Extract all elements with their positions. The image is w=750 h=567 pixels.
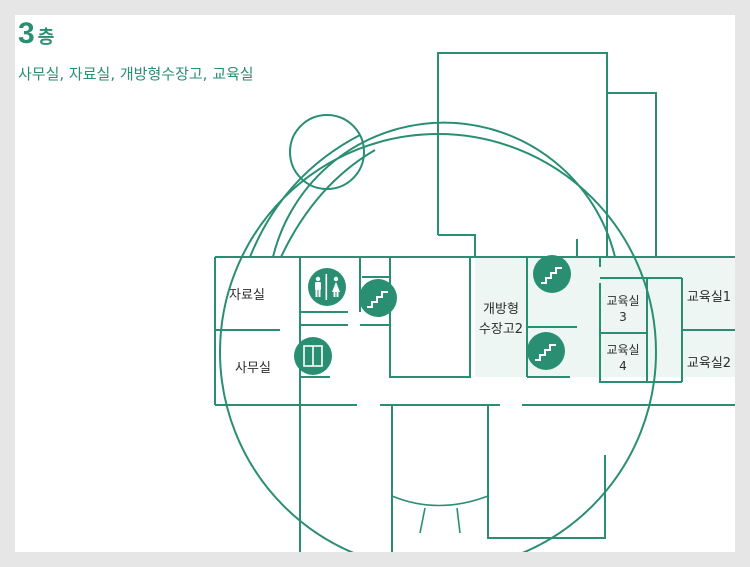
floor-map-card: 3 층 사무실, 자료실, 개방형수장고, 교육실	[15, 15, 735, 552]
tower	[437, 52, 608, 257]
corridor-arc	[272, 121, 616, 258]
room-office-label: 사무실	[235, 361, 271, 376]
corridor-arc-inner	[280, 149, 376, 258]
bottom-arc	[391, 495, 489, 507]
stairs-icon	[527, 332, 565, 370]
bottom-right-wing	[487, 405, 606, 539]
room-archive-label: 자료실	[229, 288, 265, 303]
elevator-icon	[294, 337, 332, 375]
room-classroom4-label-1: 교육실	[606, 343, 639, 357]
tower-annex	[607, 92, 657, 257]
floor-plan: 자료실 사무실 개방형 수장고2 교육실1 교육실2 교육실 3 교육실 4	[214, 52, 735, 552]
center-room	[389, 257, 471, 378]
room-classroom3-label-1: 교육실	[606, 294, 639, 308]
corridor-arc-outer	[249, 134, 361, 258]
floor-title: 3 층	[18, 17, 54, 51]
restroom-icon	[308, 268, 346, 306]
room-classroom3-label-2: 3	[619, 310, 627, 324]
room-storage-label-1: 개방형	[483, 302, 519, 317]
room-classroom4-label-2: 4	[619, 359, 627, 373]
bottom-rib-1	[419, 507, 426, 534]
bottom-left-wing	[299, 405, 393, 552]
room-classroom2-label: 교육실2	[687, 356, 731, 371]
floor-number: 3	[18, 17, 35, 50]
bottom-rib-2	[456, 507, 461, 534]
stairs-icon	[533, 255, 571, 293]
room-classroom1-label: 교육실1	[687, 290, 731, 305]
room-storage-label-2: 수장고2	[479, 322, 523, 337]
floor-subtitle: 사무실, 자료실, 개방형수장고, 교육실	[18, 65, 254, 83]
floor-unit: 층	[37, 27, 55, 48]
tower-base	[438, 234, 476, 257]
stairs-icon	[359, 279, 397, 317]
